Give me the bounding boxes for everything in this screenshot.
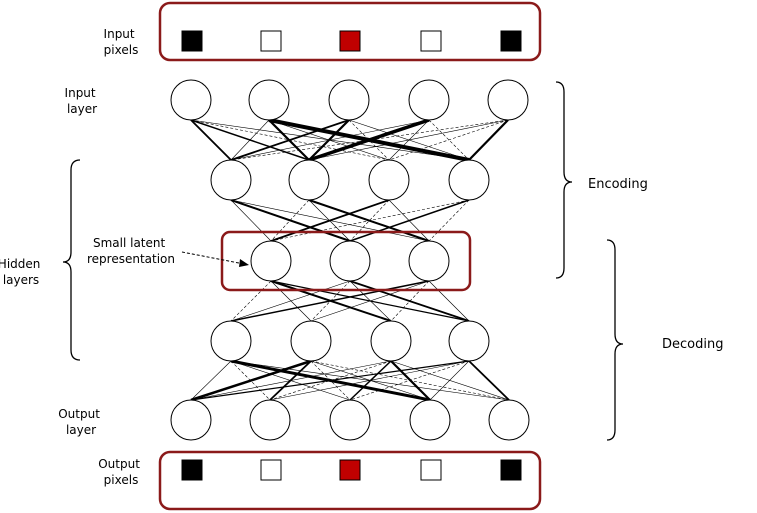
connection-edge — [230, 119, 350, 161]
connection-edge — [388, 119, 509, 161]
connection-edge — [468, 360, 510, 401]
connection-edge — [428, 199, 470, 242]
connection-edge — [190, 119, 232, 161]
connection-edge — [308, 119, 509, 161]
hidden-layer-1-node — [448, 159, 490, 201]
connection-edge — [390, 360, 431, 401]
connection-edge — [230, 199, 272, 242]
input-layer-node — [487, 79, 529, 121]
decoding-label: Decoding — [662, 337, 723, 352]
connection-edge — [349, 360, 470, 401]
output-pixel-black — [181, 459, 203, 481]
input-layer-label: Input layer — [65, 86, 100, 116]
connection-edge — [230, 119, 509, 161]
connection-edge — [230, 119, 270, 161]
output-pixel-black — [500, 459, 522, 481]
connection-edge — [349, 199, 470, 242]
connection-edge — [190, 360, 392, 401]
connection-edge — [428, 280, 470, 322]
network-nodes — [170, 79, 530, 441]
output-layer-node — [409, 399, 451, 441]
hidden-layer-1-node — [288, 159, 330, 201]
input-layer-node — [328, 79, 370, 121]
connection-edge — [349, 199, 390, 242]
input-pixel-black — [500, 30, 522, 52]
input-pixel-white — [260, 30, 282, 52]
input-layer-node — [248, 79, 290, 121]
connection-edge — [270, 199, 470, 242]
connection-edge — [390, 280, 430, 322]
output-layer-node — [488, 399, 530, 441]
connection-edge — [468, 119, 509, 161]
pixel-rows — [181, 30, 522, 481]
connection-edge — [230, 199, 351, 242]
input-layer-node — [408, 79, 450, 121]
input-pixel-black — [181, 30, 203, 52]
hidden-layer-3-node — [210, 320, 252, 362]
latent-frame — [220, 230, 472, 292]
latent-layer-node — [408, 240, 450, 282]
connection-edge — [429, 360, 470, 401]
connection-edge — [230, 280, 272, 322]
connection-edge — [230, 280, 351, 322]
hidden-layer-3-node — [370, 320, 412, 362]
hidden-layers-brace — [62, 159, 81, 361]
connection-edge — [428, 119, 470, 161]
output-layer-node — [170, 399, 212, 441]
output-pixel-white — [260, 459, 282, 481]
connection-edge — [270, 199, 390, 242]
connection-edge — [270, 199, 310, 242]
input-pixels-label: Input pixels — [104, 27, 139, 57]
output-pixel-white — [420, 459, 442, 481]
network-edges — [190, 118, 510, 402]
latent-layer-node — [329, 240, 371, 282]
input-pixel-white — [420, 30, 442, 52]
connection-edge — [349, 280, 470, 322]
output-pixels-frame — [158, 450, 542, 511]
hidden-layers-label: Hidden layers — [0, 257, 44, 287]
connection-edge — [269, 360, 392, 401]
connection-edge — [230, 119, 430, 161]
latent-pointer-arrowhead — [239, 259, 249, 267]
output-layer-label: Output layer — [58, 407, 104, 437]
output-pixel-red — [339, 459, 361, 481]
connection-edge — [390, 360, 510, 401]
encoding-brace — [555, 81, 573, 279]
small-latent-label: Small latent representation — [87, 236, 175, 266]
hidden-layer-1-node — [210, 159, 252, 201]
connection-edge — [230, 280, 430, 322]
input-pixel-red — [339, 30, 361, 52]
hidden-layer-3-node — [290, 320, 332, 362]
connection-edge — [269, 360, 470, 401]
input-layer-node — [170, 79, 212, 121]
output-layer-node — [249, 399, 291, 441]
latent-pointer-line — [181, 251, 245, 265]
connection-edge — [190, 359, 312, 402]
hidden-layer-3-node — [448, 320, 490, 362]
decoding-brace — [606, 239, 624, 441]
output-pixels-label: Output pixels — [98, 457, 144, 487]
input-pixels-frame — [158, 1, 542, 62]
latent-layer-node — [250, 240, 292, 282]
connection-edge — [348, 119, 390, 161]
output-layer-node — [329, 399, 371, 441]
connection-edge — [310, 280, 430, 322]
encoding-label: Encoding — [588, 177, 648, 192]
hidden-layer-1-node — [368, 159, 410, 201]
connection-edge — [190, 360, 470, 401]
connection-edge — [190, 360, 232, 401]
